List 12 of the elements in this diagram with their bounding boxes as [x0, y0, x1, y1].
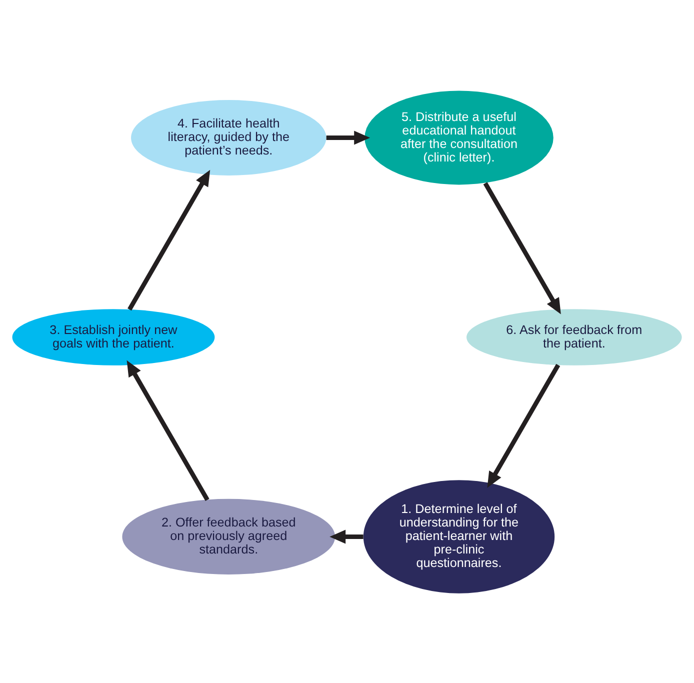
arrow — [330, 529, 364, 544]
arrow — [326, 130, 370, 144]
node-ellipse: 3. Establish jointly new goals with the patient. — [12, 308, 215, 365]
arrow — [126, 360, 210, 501]
node-ellipse: 2. Offer feedback based on previously agreed standards. — [122, 498, 336, 574]
node-ellipse: 5. Distribute a useful educational handout after the consultation (clinic letter). — [364, 90, 554, 184]
node-ellipse: 6. Ask for feedback from the patient. — [466, 308, 682, 365]
arrow — [487, 363, 560, 488]
arrow — [128, 169, 210, 310]
node-ellipse: 1. Determine level of understanding for the patient-learner with pre-clinic questionnaires. — [363, 480, 555, 593]
node-ellipse: 4. Facilitate health literacy, guided by the patient’s needs. — [131, 99, 326, 176]
arrow — [483, 182, 561, 314]
